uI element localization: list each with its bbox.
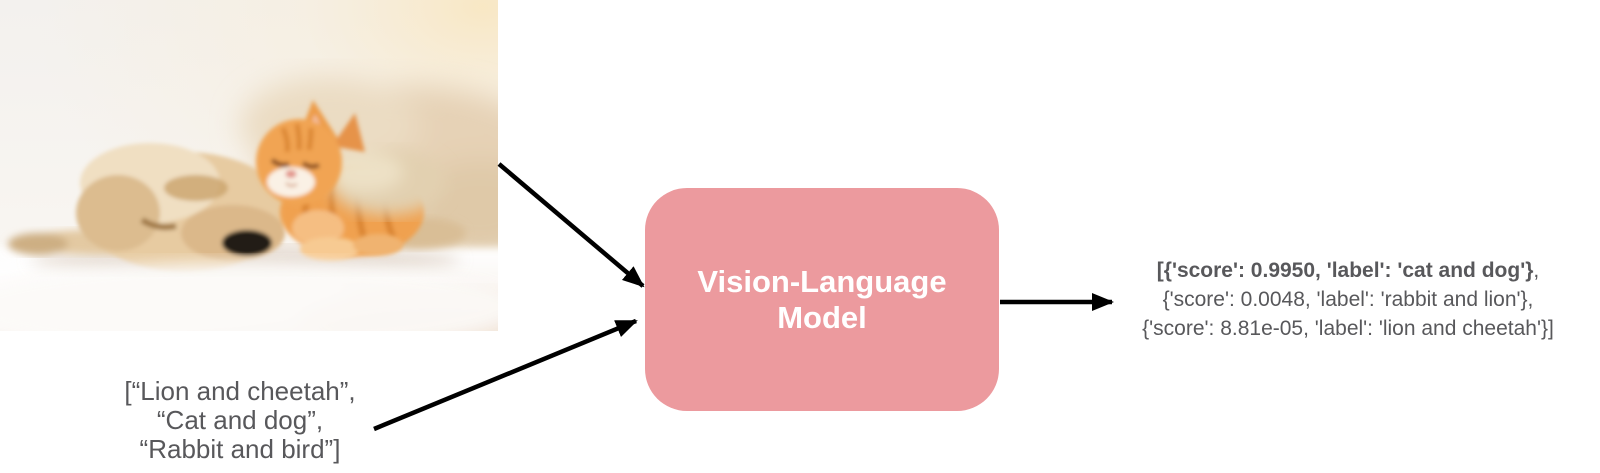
prompt-line: [“Lion and cheetah”, bbox=[124, 376, 356, 406]
dog-ear-drape bbox=[327, 149, 446, 215]
output-line: {'score': 0.0048, 'label': 'rabbit and l… bbox=[1162, 288, 1534, 311]
kitten-eye-2 bbox=[301, 161, 321, 169]
prompt-line: “Rabbit and bird”] bbox=[139, 434, 341, 464]
prompt-list: [“Lion and cheetah”, “Cat and dog”, “Rab… bbox=[80, 377, 400, 464]
kitten-nose bbox=[285, 170, 297, 178]
output-text: [{'score': 0.9950, 'label': 'cat and dog… bbox=[1088, 256, 1600, 343]
kitten-head bbox=[256, 100, 365, 205]
model-box: Vision-Language Model bbox=[645, 188, 999, 411]
dog-head bbox=[76, 143, 287, 272]
output-line: {'score': 8.81e-05, 'label': 'lion and c… bbox=[1142, 317, 1554, 340]
model-box-label: Vision-Language Model bbox=[697, 263, 947, 335]
pet-photo bbox=[0, 0, 498, 331]
output-top-result: [{'score': 0.9950, 'label': 'cat and dog… bbox=[1156, 259, 1534, 282]
kitten-paws bbox=[300, 234, 403, 261]
blanket-foreground bbox=[0, 262, 498, 331]
kitten-ear-2 bbox=[332, 113, 365, 152]
arrow-image-to-model bbox=[497, 162, 645, 288]
output-line-top: [{'score': 0.9950, 'label': 'cat and dog… bbox=[1088, 256, 1600, 285]
prompt-line: “Cat and dog”, bbox=[156, 405, 324, 435]
arrow-prompts-to-model bbox=[373, 318, 638, 432]
kitten-eye bbox=[270, 158, 290, 168]
output-top-result-comma: , bbox=[1533, 259, 1540, 282]
dog-nose bbox=[222, 230, 272, 256]
